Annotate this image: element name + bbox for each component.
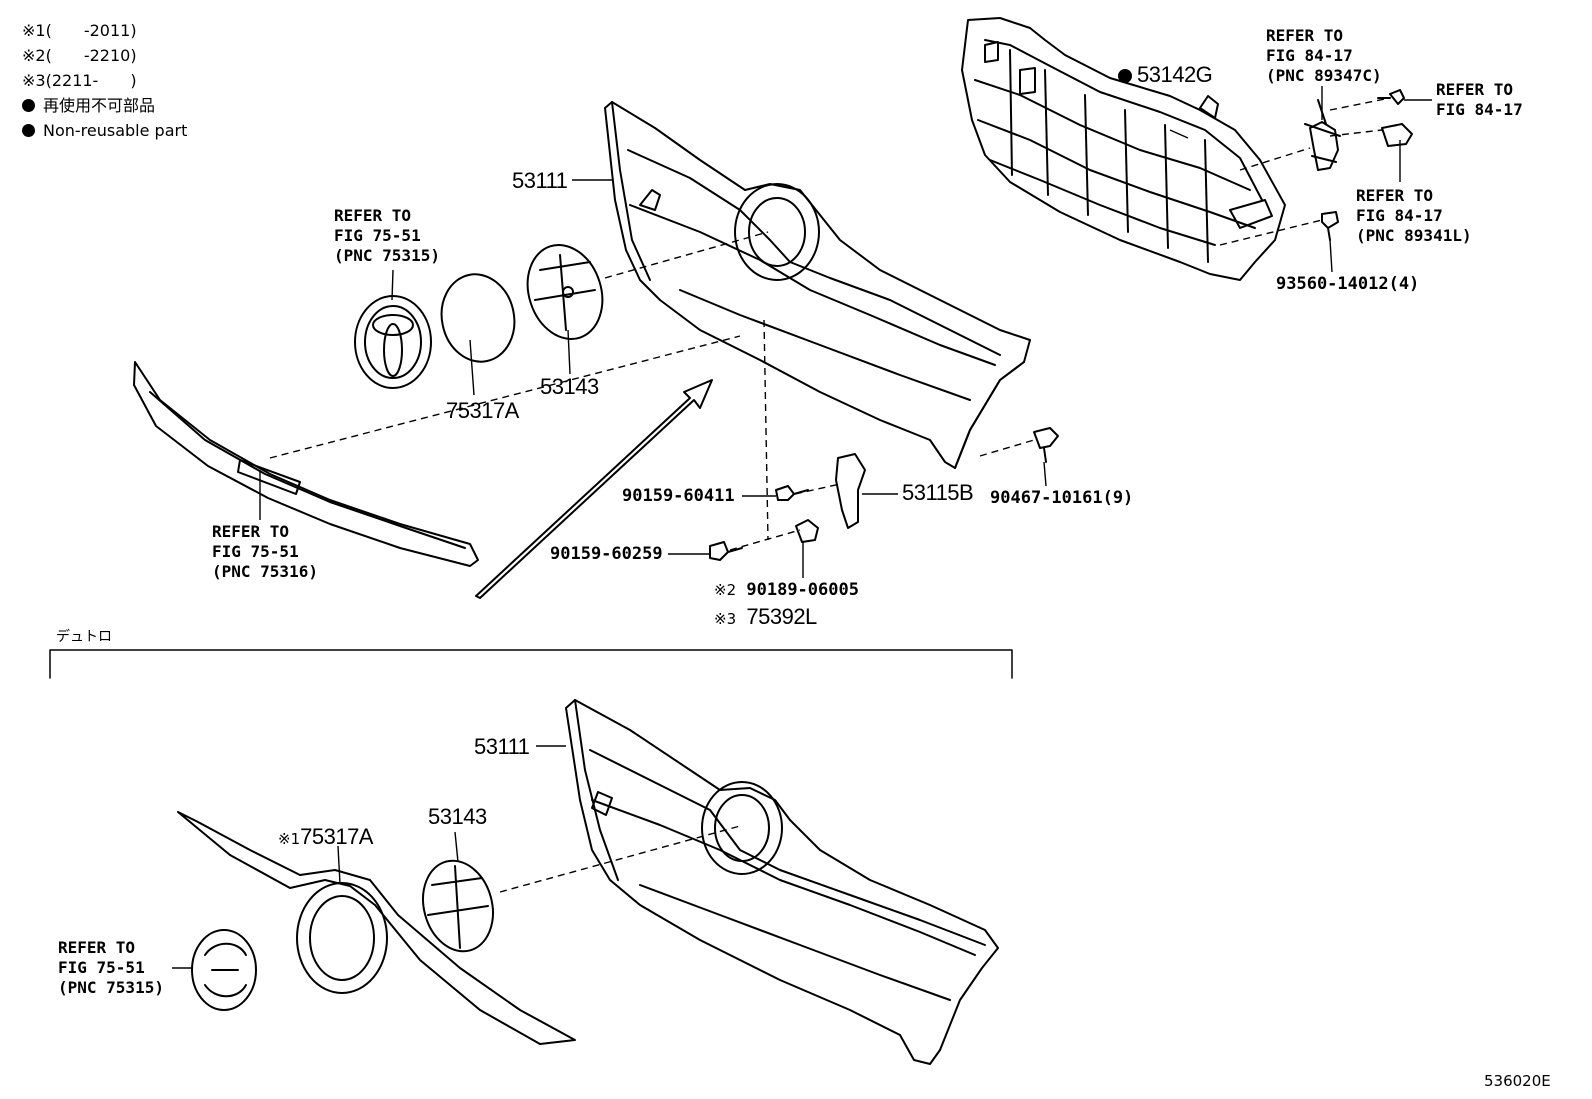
emblem-base-53143-top xyxy=(526,244,604,340)
part-label-75317A-bottom: ※175317A xyxy=(278,824,373,849)
leader-bracket-89347C xyxy=(1239,147,1311,171)
non-reusable-icon xyxy=(1118,69,1132,83)
legend-non-reusable-jp: 再使用不可部品 xyxy=(22,93,187,118)
part-label-75392L: ※3 75392L xyxy=(714,604,817,629)
leader-bolt-60411 xyxy=(794,483,841,495)
legend: ※1( -2011) ※2( -2210) ※3(2211- ) 再使用不可部品… xyxy=(22,18,187,143)
ref-fig-84-17-pnc-89341l[interactable]: REFER TO FIG 84-17 (PNC 89341L) xyxy=(1356,186,1472,245)
leader-53143-bottom xyxy=(454,831,459,863)
ref-fig-84-17-pnc-89347c[interactable]: REFER TO FIG 84-17 (PNC 89347C) xyxy=(1266,26,1382,85)
ref-fig-75-51-pnc-75315-bottom[interactable]: REFER TO FIG 75-51 (PNC 75315) xyxy=(58,938,164,997)
grille-backing-53142G xyxy=(961,17,1286,281)
part-label-53143-top: 53143 xyxy=(540,374,599,399)
emblem-pad-75317A-top xyxy=(440,273,516,363)
part-label-90159-60411: 90159-60411 xyxy=(622,486,735,506)
leader-75317A-bottom xyxy=(337,845,341,885)
leader-75317A-top xyxy=(469,339,475,396)
direction-arrow xyxy=(475,379,713,599)
leader-garnish-top xyxy=(269,335,741,459)
screw-93560 xyxy=(1321,211,1339,241)
section-bracket xyxy=(49,649,1013,679)
leader-emblem-top xyxy=(604,231,769,279)
bullet-icon xyxy=(22,99,35,112)
grille-53111-top xyxy=(604,101,1031,469)
bolt-90159-60411 xyxy=(775,485,809,501)
bullet-icon xyxy=(22,124,35,137)
emblem-base-53143-bottom xyxy=(422,859,494,953)
ref-fig-75-51-pnc-75316[interactable]: REFER TO FIG 75-51 (PNC 75316) xyxy=(212,522,318,581)
legend-note-1: ※1( -2011) xyxy=(22,21,137,40)
bracket-53115B xyxy=(835,453,866,529)
emblem-bottom xyxy=(191,929,257,1011)
part-label-53142G: 53142G xyxy=(1118,64,1213,86)
leader-93560 xyxy=(1329,239,1333,273)
leader-53143-top xyxy=(567,329,571,375)
leader-clip-89341L xyxy=(1329,129,1383,137)
part-label-93560: 93560-14012(4) xyxy=(1276,274,1420,294)
leader-clip-84-17 xyxy=(1329,97,1391,111)
part-label-53111-bottom: 53111 xyxy=(474,734,530,759)
ref-fig-75-51-pnc-75315-top[interactable]: REFER TO FIG 75-51 (PNC 75315) xyxy=(334,206,440,265)
legend-note-2: ※2( -2210) xyxy=(22,46,137,65)
leader-screw-93560 xyxy=(1219,219,1323,246)
part-label-90467: 90467-10161(9) xyxy=(990,488,1134,508)
nut-90189 xyxy=(795,519,819,543)
leader-emblem-ref-top xyxy=(391,269,394,301)
section-label: デュトロ xyxy=(56,629,112,645)
ref-fig-84-17[interactable]: REFER TO FIG 84-17 xyxy=(1436,80,1523,119)
part-label-90189: ※2 90189-06005 xyxy=(714,580,859,600)
figure-id: 536020E xyxy=(1484,1072,1551,1090)
leader-emblem-bottom xyxy=(499,825,741,893)
part-label-53111-top: 53111 xyxy=(512,168,568,193)
clip-89341L xyxy=(1381,123,1413,147)
clip-90467 xyxy=(1033,427,1059,463)
garnish-75317A-bottom xyxy=(177,811,576,1045)
part-label-53143-bottom: 53143 xyxy=(428,804,487,829)
leader-clip-90467 xyxy=(979,439,1035,457)
leader-90467 xyxy=(1043,461,1047,487)
bolt-90159-60259 xyxy=(709,541,743,561)
leader-vertical xyxy=(763,319,769,541)
leader-bolt-60259 xyxy=(729,529,801,551)
legend-non-reusable-en: Non-reusable part xyxy=(22,118,187,143)
grille-53111-bottom xyxy=(565,699,999,1065)
part-label-75317A-top: 75317A xyxy=(446,398,519,423)
garnish-75316 xyxy=(133,361,479,567)
legend-note-3: ※3(2211- ) xyxy=(22,71,137,90)
part-label-90159-60259: 90159-60259 xyxy=(550,544,663,564)
leader-53142G xyxy=(1169,129,1189,139)
toyota-emblem-top xyxy=(354,295,432,389)
clip-84-17 xyxy=(1377,89,1405,105)
part-label-53115B: 53115B xyxy=(902,480,974,505)
